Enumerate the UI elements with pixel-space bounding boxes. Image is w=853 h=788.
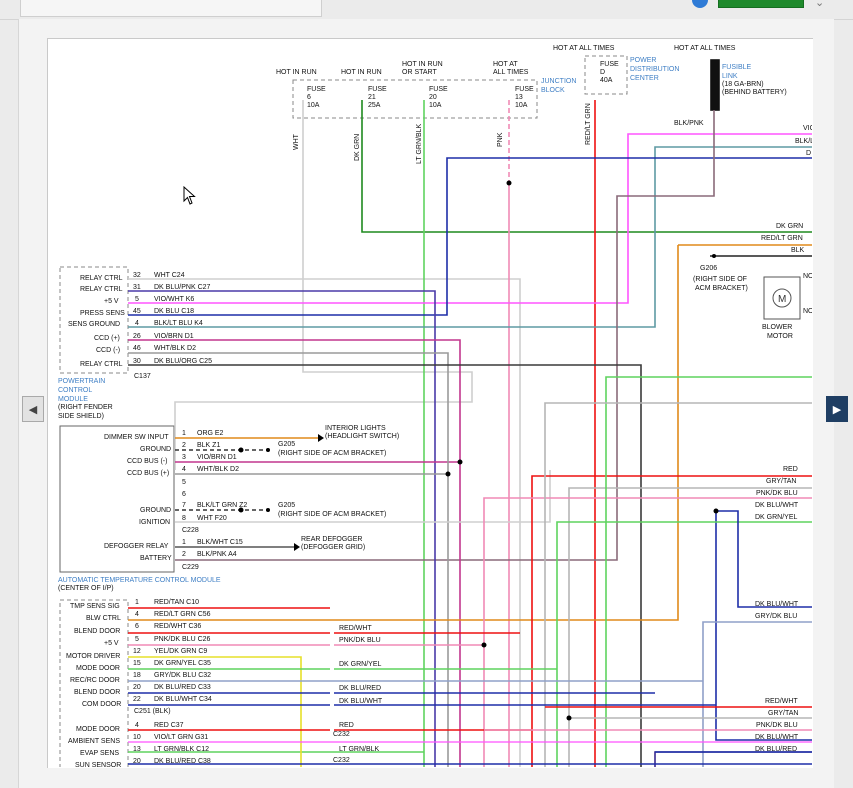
info-icon[interactable] xyxy=(692,0,708,8)
chevron-right-icon: ▶ xyxy=(832,403,842,416)
document-tab[interactable] xyxy=(20,0,322,17)
wiring-diagram xyxy=(47,38,813,768)
browser-toolbar: ⌄ xyxy=(0,0,853,20)
more-icon[interactable]: ⌄ xyxy=(815,0,825,9)
next-page-button[interactable]: ▶ xyxy=(826,396,848,422)
download-button[interactable] xyxy=(718,0,804,8)
mouse-pointer-icon xyxy=(183,186,196,205)
chevron-left-icon: ◀ xyxy=(28,403,38,416)
previous-page-button[interactable]: ◀ xyxy=(22,396,44,422)
